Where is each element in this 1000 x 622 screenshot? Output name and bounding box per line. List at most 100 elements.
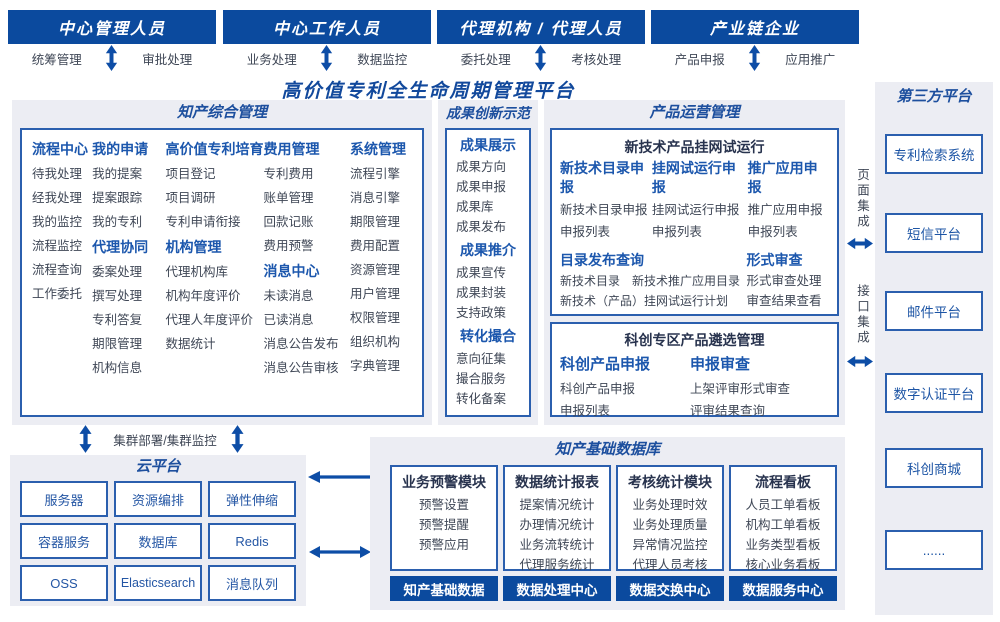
db-footer: 数据处理中心 <box>503 576 611 601</box>
menu-item: 流程监控 <box>32 239 83 253</box>
menu-item: 申报列表 <box>560 404 611 418</box>
db-column-assessment: 考核统计模块 业务处理时效 业务处理质量 异常情况监控 代理人员考核 <box>616 465 724 572</box>
double-arrow-vertical-icon <box>321 45 333 71</box>
panel-ip-management: 知产综合管理 流程中心 待我处理 经我处理 我的监控 流程监控 流程查询 工作委… <box>12 100 432 425</box>
menu-item: 成果申报 <box>456 180 507 194</box>
role-group-agencies: 代理机构 / 代理人员 委托处理 考核处理 <box>437 10 645 72</box>
group-header: 流程中心 <box>32 141 88 157</box>
menu-item: 业务处理时效 <box>632 498 708 512</box>
group-header: 成果推介 <box>460 242 516 258</box>
group-header: 高价值专利培育 <box>165 141 264 157</box>
menu-item: 消息公告发布 <box>263 337 339 351</box>
menu-item: 机构年度评价 <box>165 289 241 303</box>
cloud-box: Redis <box>208 523 296 559</box>
menu-item: 申报列表 <box>747 225 798 239</box>
role-group-center-managers: 中心管理人员 统筹管理 审批处理 <box>8 10 216 72</box>
role-title: 中心管理人员 <box>8 10 216 44</box>
trial-group: 新技术目录申报 新技术目录申报 申报列表 <box>560 159 652 243</box>
panel-title: 云平台 <box>135 458 181 475</box>
menu-item: 已读消息 <box>263 313 314 327</box>
role-action-left: 产品申报 <box>674 52 725 67</box>
group-header: 我的申请 <box>92 141 149 157</box>
cloud-box: 弹性伸缩 <box>208 481 296 517</box>
cloud-box: 服务器 <box>20 481 108 517</box>
role-title: 代理机构 / 代理人员 <box>437 10 645 44</box>
menu-item: 费用配置 <box>349 239 400 253</box>
menu-item: 申报列表 <box>560 225 611 239</box>
menu-item: 新技术推广应用目录 <box>632 274 741 288</box>
group-header: 申报审查 <box>690 356 751 373</box>
menu-item: 待我处理 <box>32 167 83 181</box>
menu-item: 期限管理 <box>92 337 143 351</box>
trial-groups-row: 新技术目录申报 新技术目录申报 申报列表 挂网试运行申报 挂网试运行申报 申报列… <box>560 159 829 243</box>
cloud-box: Elasticsearch <box>114 565 202 601</box>
menu-item: 我的专利 <box>92 215 143 229</box>
role-action-right: 应用推广 <box>785 52 836 67</box>
ip-column: 系统管理 流程引擎 消息引擎 期限管理 费用配置 资源管理 用户管理 权限管理 … <box>350 136 412 409</box>
menu-item: 成果方向 <box>456 160 507 174</box>
menu-item: 挂网试运行申报 <box>651 203 740 217</box>
double-arrow-vertical-icon <box>231 425 244 453</box>
cloud-box: 资源编排 <box>114 481 202 517</box>
cloud-box: 消息队列 <box>208 565 296 601</box>
menu-item: 审查结果查看 <box>746 294 822 308</box>
box-title: 科创专区产品遴选管理 <box>624 332 765 348</box>
menu-item: 消息公告审核 <box>263 361 339 375</box>
double-arrow-vertical-icon <box>535 45 547 71</box>
menu-item: 业务流转统计 <box>519 538 595 552</box>
third-party-box: 专利检索系统 <box>885 134 983 174</box>
role-title: 产业链企业 <box>651 10 859 44</box>
menu-item: 提案跟踪 <box>92 191 143 205</box>
menu-item: 委案处理 <box>92 265 143 279</box>
role-group-center-staff: 中心工作人员 业务处理 数据监控 <box>223 10 431 72</box>
menu-item: 资源管理 <box>349 263 400 277</box>
group-header: 代理协同 <box>92 239 149 255</box>
ip-column: 高价值专利培育 项目登记 项目调研 专利申请衔接 机构管理 代理机构库 机构年度… <box>165 136 263 409</box>
group-header: 流程看板 <box>755 474 811 490</box>
role-action-left: 委托处理 <box>460 52 511 67</box>
group-header: 目录发布查询 <box>560 252 644 268</box>
trial-group: 推广应用申报 推广应用申报 申报列表 <box>748 159 829 243</box>
menu-item: 业务处理质量 <box>632 518 708 532</box>
menu-item: 评审结果查询 <box>690 404 766 418</box>
selection-group: 科创产品申报 科创产品申报 申报列表 <box>560 352 668 422</box>
menu-item: 撮合服务 <box>456 372 507 386</box>
menu-item: 流程查询 <box>32 263 83 277</box>
db-column-kanban: 流程看板 人员工单看板 机构工单看板 业务类型看板 核心业务看板 <box>729 465 837 572</box>
selection-groups-row: 科创产品申报 科创产品申报 申报列表 申报审查 上架评审形式审查 评审结果查询 <box>560 352 829 422</box>
third-party-box: 数字认证平台 <box>885 373 983 413</box>
group-header: 数据统计报表 <box>515 474 599 490</box>
menu-item: 期限管理 <box>349 215 400 229</box>
menu-item: 项目登记 <box>165 167 216 181</box>
ip-management-box: 流程中心 待我处理 经我处理 我的监控 流程监控 流程查询 工作委托 我的申请 … <box>20 128 424 417</box>
double-arrow-vertical-icon <box>106 45 118 71</box>
double-arrow-vertical-icon <box>79 425 92 453</box>
menu-item: 科创产品申报 <box>560 382 636 396</box>
menu-item: 组织机构 <box>349 335 400 349</box>
group-header: 推广应用申报 <box>747 160 818 195</box>
platform-title: 高价值专利全生命周期管理平台 <box>281 81 576 102</box>
menu-item: 我的监控 <box>32 215 83 229</box>
menu-item: 新技术（产品）挂网试运行计划 <box>560 294 729 308</box>
menu-item: 成果宣传 <box>456 266 507 280</box>
cluster-label: 集群部署/集群监控 <box>113 434 217 448</box>
third-party-box: 邮件平台 <box>885 291 983 331</box>
panel-cloud-platform: 云平台 服务器 资源编排 弹性伸缩 容器服务 数据库 Redis OSS Ela… <box>10 455 306 606</box>
menu-item: 业务类型看板 <box>745 538 821 552</box>
menu-item: 预警设置 <box>418 498 469 512</box>
menu-item: 专利申请衔接 <box>165 215 241 229</box>
role-action-left: 业务处理 <box>246 52 297 67</box>
menu-item: 上架评审形式审查 <box>690 382 791 396</box>
menu-item: 人员工单看板 <box>745 498 821 512</box>
menu-item: 流程引擎 <box>349 167 400 181</box>
trial-bottom-row: 目录发布查询 新技术目录 新技术推广应用目录 新技术（产品）挂网试运行计划 形式… <box>560 249 829 311</box>
achievement-box: 成果展示 成果方向 成果申报 成果库 成果发布 成果推介 成果宣传 成果封装 支… <box>445 128 531 417</box>
db-footer: 数据交换中心 <box>616 576 724 601</box>
double-arrow-horizontal-icon <box>847 355 873 368</box>
ip-column: 我的申请 我的提案 提案跟踪 我的专利 代理协同 委案处理 撰写处理 专利答复 … <box>92 136 165 409</box>
menu-item: 办理情况统计 <box>519 518 595 532</box>
menu-item: 代理人员考核 <box>632 558 708 572</box>
menu-item: 字典管理 <box>349 359 400 373</box>
menu-item: 机构工单看板 <box>745 518 821 532</box>
